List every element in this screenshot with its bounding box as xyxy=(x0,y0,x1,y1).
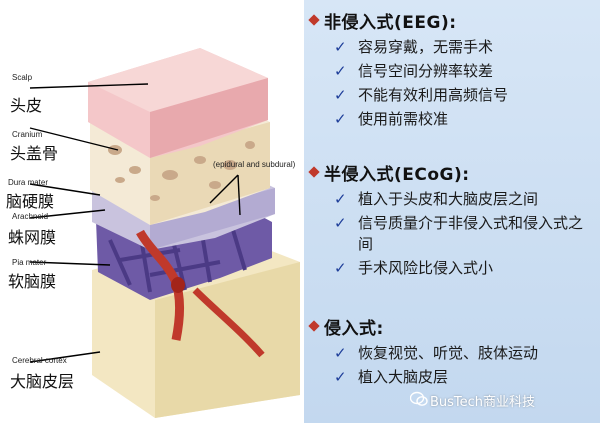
cortex-label-zh: 大脑皮层 xyxy=(10,372,75,391)
scalp-top xyxy=(88,48,268,112)
check-icon: ✓ xyxy=(334,214,347,232)
item-text: 容易穿戴，无需手术 xyxy=(358,38,494,56)
list-item: ✓ 手术风险比侵入式小 xyxy=(304,258,588,279)
watermark-text: BusTech商业科技 xyxy=(430,395,536,410)
item-text: 不能有效利用高频信号 xyxy=(358,86,509,104)
item-text: 手术风险比侵入式小 xyxy=(358,259,494,277)
item-text: 信号质量介于非侵入式和侵入式之间 xyxy=(358,214,584,253)
item-text: 使用前需校准 xyxy=(358,110,449,128)
dura-label-en: Dura mater xyxy=(8,178,49,187)
scalp-label-zh: 头皮 xyxy=(10,96,43,115)
blood-vessel-2 xyxy=(192,287,265,358)
epidural-label: (epidural and subdural) xyxy=(213,160,296,169)
list-item: ✓ 信号质量介于非侵入式和侵入式之间 xyxy=(304,213,588,255)
item-text: 植入大脑皮层 xyxy=(358,368,449,386)
cortex-side xyxy=(155,262,300,418)
item-text: 植入于头皮和大脑皮层之间 xyxy=(358,190,539,208)
section-semi-invasive: 半侵入式(ECoG): ✓ 植入于头皮和大脑皮层之间 ✓ 信号质量介于非侵入式和侵入… xyxy=(304,160,600,279)
check-icon: ✓ xyxy=(334,86,347,104)
section-title: 半侵入式(ECoG): xyxy=(324,165,470,185)
item-text: 恢复视觉、听觉、肢体运动 xyxy=(358,344,539,362)
diamond-bullet-icon xyxy=(308,14,320,26)
check-icon: ✓ xyxy=(334,190,347,208)
section-title: 侵入式: xyxy=(324,319,384,339)
section-header: 半侵入式(ECoG): xyxy=(304,160,600,186)
brain-layers-illustration: Scalp 头皮 Cranium 头盖骨 Dura mater 脑硬膜 Arac… xyxy=(0,0,304,423)
list-item: ✓ 恢复视觉、听觉、肢体运动 xyxy=(304,343,588,364)
section-header: 非侵入式(EEG): xyxy=(304,8,600,34)
cortex-label-en: Cerebral cortex xyxy=(12,356,67,365)
check-icon: ✓ xyxy=(334,38,347,56)
scalp-side xyxy=(150,78,268,158)
arachnoid-web xyxy=(108,219,247,293)
cranium-label-zh: 头盖骨 xyxy=(10,144,59,163)
check-icon: ✓ xyxy=(334,368,347,386)
check-icon: ✓ xyxy=(334,259,347,277)
scalp-label-en: Scalp xyxy=(12,73,33,82)
vessel-cross-section xyxy=(171,277,185,293)
section-title: 非侵入式(EEG): xyxy=(324,13,457,33)
check-icon: ✓ xyxy=(334,62,347,80)
arachnoid-label-zh: 蛛网膜 xyxy=(8,228,57,247)
pia-label-zh: 软脑膜 xyxy=(8,272,57,291)
list-item: ✓ 容易穿戴，无需手术 xyxy=(304,37,588,58)
list-item: ✓ 不能有效利用高频信号 xyxy=(304,85,588,106)
dura-side xyxy=(150,188,275,250)
pia-label-en: Pia mater xyxy=(12,258,47,267)
bci-types-panel: 非侵入式(EEG): ✓ 容易穿戴，无需手术 ✓ 信号空间分辨率较差 ✓ 不能有效利用… xyxy=(304,0,600,423)
pointer-lines xyxy=(29,83,241,363)
arachnoid-label-en: Arachnoid xyxy=(12,212,49,221)
wechat-icon xyxy=(410,391,428,406)
brain-layers-diagram xyxy=(29,48,300,418)
section-noninvasive: 非侵入式(EEG): ✓ 容易穿戴，无需手术 ✓ 信号空间分辨率较差 ✓ 不能有效利用… xyxy=(304,8,600,130)
section-header: 侵入式: xyxy=(304,314,600,340)
cranium-label-en: Cranium xyxy=(12,130,43,139)
section-invasive: 侵入式: ✓ 恢复视觉、听觉、肢体运动 ✓ 植入大脑皮层 xyxy=(304,314,600,388)
item-text: 信号空间分辨率较差 xyxy=(358,62,494,80)
check-icon: ✓ xyxy=(334,344,347,362)
diamond-bullet-icon xyxy=(308,320,320,332)
list-item: ✓ 使用前需校准 xyxy=(304,109,588,130)
list-item: ✓ 植入大脑皮层 xyxy=(304,367,588,388)
dura-label-zh: 脑硬膜 xyxy=(6,192,55,211)
list-item: ✓ 植入于头皮和大脑皮层之间 xyxy=(304,189,588,210)
diamond-bullet-icon xyxy=(308,166,320,178)
check-icon: ✓ xyxy=(334,110,347,128)
list-item: ✓ 信号空间分辨率较差 xyxy=(304,61,588,82)
